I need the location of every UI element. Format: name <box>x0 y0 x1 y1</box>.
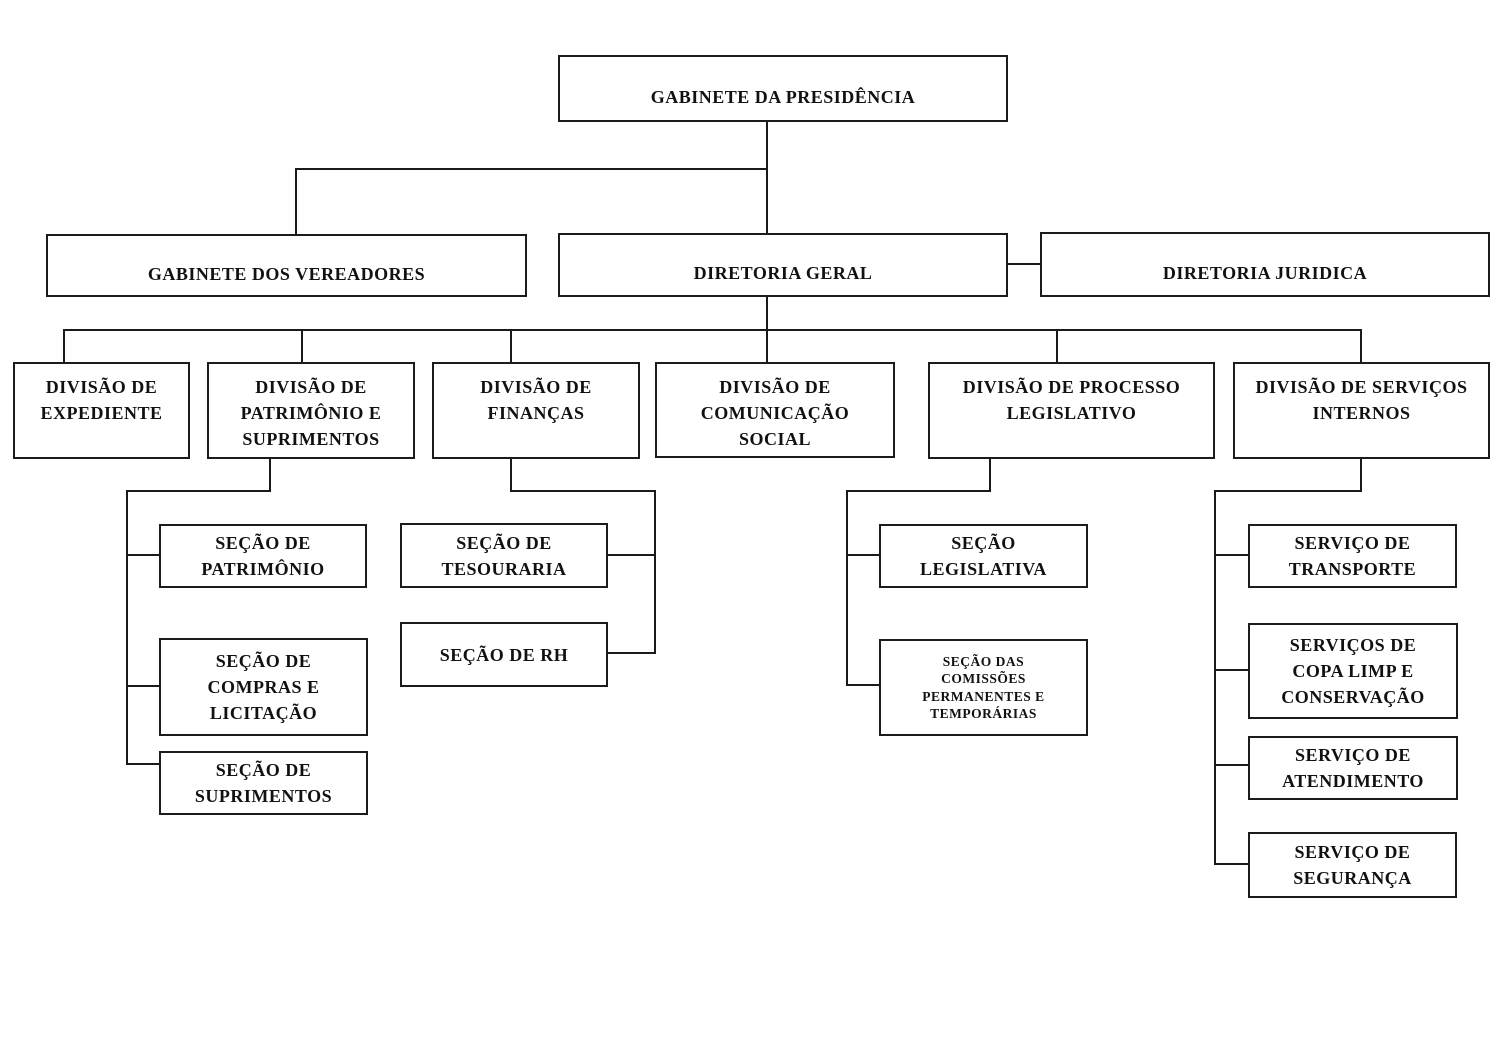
connector-stub-secao-tesouraria <box>608 554 654 556</box>
node-label: DIVISÃO DE EXPEDIENTE <box>40 377 163 423</box>
node-secao-comissoes: SEÇÃO DAS COMISSÕES PERMANENTES E TEMPOR… <box>879 639 1088 736</box>
connector-servicos-trunk <box>1214 490 1216 865</box>
connector-stub-secao-suprimentos <box>126 763 159 765</box>
connector-financas-down <box>510 459 512 492</box>
connector-stub-secao-rh <box>608 652 656 654</box>
connector-vereadores-drop <box>295 168 297 234</box>
connector-financas-drop <box>510 329 512 362</box>
connector-processo-drop <box>1056 329 1058 362</box>
node-label: SERVIÇO DE ATENDIMENTO <box>1282 745 1424 791</box>
connector-geral-juridica-link <box>1008 263 1040 265</box>
connector-servicos-down <box>1360 459 1362 492</box>
node-label: DIVISÃO DE SERVIÇOS INTERNOS <box>1255 377 1468 423</box>
node-label: SERVIÇOS DE COPA LIMP E CONSERVAÇÃO <box>1281 635 1425 707</box>
connector-servicos-horizontal <box>1214 490 1362 492</box>
node-label: DIVISÃO DE FINANÇAS <box>480 377 592 423</box>
connector-patrimonio-drop <box>301 329 303 362</box>
node-diretoria-geral: DIRETORIA GERAL <box>558 233 1008 297</box>
connector-financas-trunk <box>654 490 656 654</box>
node-label: DIRETORIA GERAL <box>693 263 873 283</box>
node-label: DIRETORIA JURIDICA <box>1162 262 1368 283</box>
connector-patrimonio-horizontal <box>126 490 271 492</box>
connector-processo-horizontal <box>846 490 991 492</box>
node-divisao-comunicacao-social: DIVISÃO DE COMUNICAÇÃO SOCIAL <box>655 362 895 458</box>
connector-processo-trunk <box>846 490 848 686</box>
node-servico-seguranca: SERVIÇO DE SEGURANÇA <box>1248 832 1457 898</box>
node-label: SEÇÃO DE SUPRIMENTOS <box>194 760 333 806</box>
node-label: SEÇÃO DAS COMISSÕES PERMANENTES E TEMPOR… <box>922 653 1045 722</box>
connector-financas-horizontal <box>510 490 656 492</box>
connector-branch-horizontal <box>295 168 768 170</box>
connector-patrimonio-trunk <box>126 490 128 765</box>
node-label: GABINETE DA PRESIDÊNCIA <box>650 86 916 107</box>
node-secao-compras-licitacao: SEÇÃO DE COMPRAS E LICITAÇÃO <box>159 638 368 736</box>
connector-stub-secao-patrimonio <box>126 554 159 556</box>
node-secao-patrimonio: SEÇÃO DE PATRIMÔNIO <box>159 524 367 588</box>
node-label: SERVIÇO DE SEGURANÇA <box>1293 842 1412 888</box>
node-divisao-processo-legislativo: DIVISÃO DE PROCESSO LEGISLATIVO <box>928 362 1215 459</box>
connector-stub-secao-legislativa <box>846 554 879 556</box>
node-divisao-patrimonio-suprimentos: DIVISÃO DE PATRIMÔNIO E SUPRIMENTOS <box>207 362 415 459</box>
node-gabinete-vereadores: GABINETE DOS VEREADORES <box>46 234 527 297</box>
connector-presidencia-riser <box>766 122 768 234</box>
node-secao-suprimentos: SEÇÃO DE SUPRIMENTOS <box>159 751 368 815</box>
node-label: SEÇÃO DE TESOURARIA <box>441 532 567 579</box>
node-secao-rh: SEÇÃO DE RH <box>400 622 608 687</box>
node-secao-tesouraria: SEÇÃO DE TESOURARIA <box>400 523 608 588</box>
node-label: DIVISÃO DE PATRIMÔNIO E SUPRIMENTOS <box>240 377 382 449</box>
connector-processo-down <box>989 459 991 492</box>
node-label: SERVIÇO DE TRANSPORTE <box>1288 533 1417 579</box>
connector-stub-servico-atendimento <box>1214 764 1248 766</box>
node-label: SEÇÃO DE RH <box>439 644 569 665</box>
node-label: SEÇÃO LEGISLATIVA <box>920 533 1047 579</box>
connector-servicos-drop <box>1360 329 1362 362</box>
connector-stub-secao-comissoes <box>846 684 879 686</box>
node-label: SEÇÃO DE COMPRAS E LICITAÇÃO <box>207 651 320 723</box>
node-label: DIVISÃO DE PROCESSO LEGISLATIVO <box>962 377 1181 423</box>
node-divisao-financas: DIVISÃO DE FINANÇAS <box>432 362 640 459</box>
connector-bus <box>63 329 1362 331</box>
connector-patrimonio-down <box>269 459 271 492</box>
node-divisao-servicos-internos: DIVISÃO DE SERVIÇOS INTERNOS <box>1233 362 1490 459</box>
connector-stub-servico-seguranca <box>1214 863 1248 865</box>
node-diretoria-juridica: DIRETORIA JURIDICA <box>1040 232 1490 297</box>
node-divisao-expediente: DIVISÃO DE EXPEDIENTE <box>13 362 190 459</box>
node-label: SEÇÃO DE PATRIMÔNIO <box>201 533 325 579</box>
connector-stub-servicos-copa <box>1214 669 1248 671</box>
connector-expediente-drop <box>63 329 65 362</box>
node-servico-atendimento: SERVIÇO DE ATENDIMENTO <box>1248 736 1458 800</box>
node-gabinete-presidencia: GABINETE DA PRESIDÊNCIA <box>558 55 1008 122</box>
connector-stub-secao-compras <box>126 685 159 687</box>
node-servicos-copa-limp-conservacao: SERVIÇOS DE COPA LIMP E CONSERVAÇÃO <box>1248 623 1458 719</box>
node-secao-legislativa: SEÇÃO LEGISLATIVA <box>879 524 1088 588</box>
node-label: DIVISÃO DE COMUNICAÇÃO SOCIAL <box>700 377 850 449</box>
connector-stub-servico-transporte <box>1214 554 1248 556</box>
node-label: GABINETE DOS VEREADORES <box>147 263 426 284</box>
node-servico-transporte: SERVIÇO DE TRANSPORTE <box>1248 524 1457 588</box>
